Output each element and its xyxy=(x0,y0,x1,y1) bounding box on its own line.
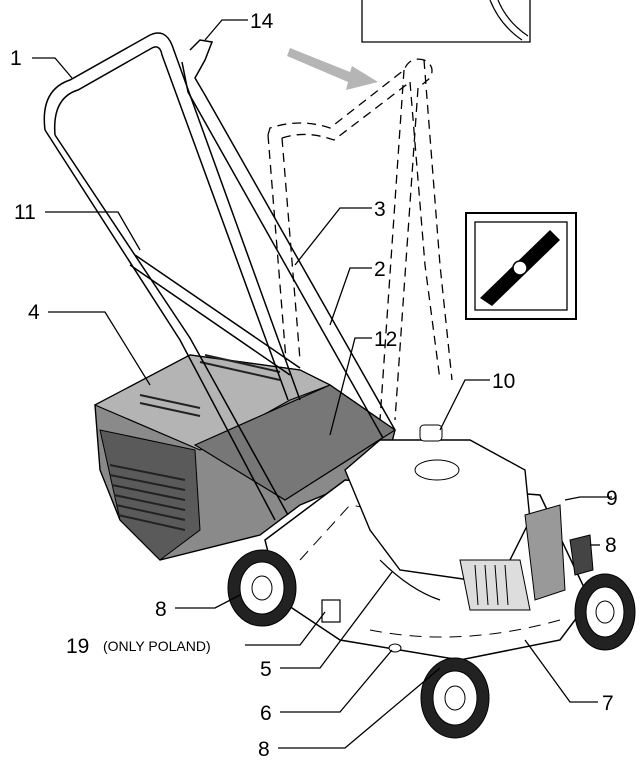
callout-8-left: 8 xyxy=(155,598,167,621)
mower-blade-icon xyxy=(465,212,577,320)
callout-19: 19 xyxy=(66,635,89,658)
callout-8-bottom: 8 xyxy=(258,738,270,761)
engine xyxy=(344,424,594,611)
folded-handle-outline xyxy=(267,58,453,421)
callout-8-right: 8 xyxy=(605,534,617,557)
callout-5: 5 xyxy=(260,658,272,681)
wheel-rear-left xyxy=(227,549,297,627)
callout-7: 7 xyxy=(602,692,614,715)
callout-9: 9 xyxy=(606,487,618,510)
callout-4: 4 xyxy=(28,301,40,324)
leader-lines xyxy=(32,19,612,749)
callout-19-note: (ONLY POLAND) xyxy=(103,638,211,654)
callout-12: 12 xyxy=(374,328,397,351)
main-handle xyxy=(43,32,396,521)
inset-frame xyxy=(361,0,531,43)
callout-3: 3 xyxy=(374,198,386,221)
callout-6: 6 xyxy=(260,702,272,725)
callout-1: 1 xyxy=(10,47,22,70)
fold-direction-arrow-icon xyxy=(287,48,378,90)
callout-14: 14 xyxy=(250,10,274,33)
callout-11: 11 xyxy=(14,201,36,224)
callout-2: 2 xyxy=(374,258,386,281)
callout-10: 10 xyxy=(492,370,515,393)
wheel-front-left xyxy=(420,657,490,739)
wheel-front-right xyxy=(574,573,636,651)
